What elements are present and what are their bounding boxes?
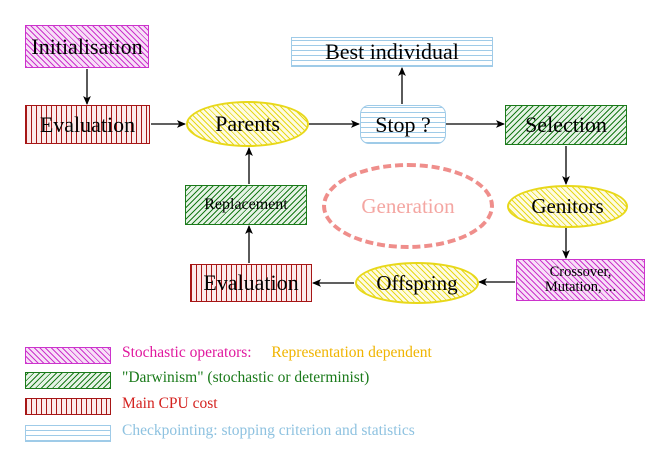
node-stop[interactable]: Stop ? — [360, 105, 446, 144]
node-genitors[interactable]: Genitors — [507, 185, 628, 228]
legend-label-main-cpu-cost: Main CPU cost — [122, 395, 218, 412]
legend-label-stochastic-operators-secondary: Representation dependent — [271, 344, 432, 361]
node-selection[interactable]: Selection — [505, 105, 627, 145]
node-crossover-mutation[interactable]: Crossover, Mutation, ... — [516, 259, 645, 301]
legend-label-darwinism: "Darwinism" (stochastic or determinist) — [122, 369, 370, 386]
legend-swatch-checkpointing — [25, 425, 111, 442]
node-parents[interactable]: Parents — [186, 101, 309, 147]
node-best-individual[interactable]: Best individual — [291, 37, 493, 67]
legend-swatch-stochastic-operators — [25, 347, 111, 364]
node-generation-cycle: Generation — [322, 163, 494, 249]
node-replacement[interactable]: Replacement — [185, 185, 307, 225]
legend-swatch-main-cpu-cost — [25, 398, 111, 415]
legend-label-checkpointing: Checkpointing: stopping criterion and st… — [122, 422, 415, 439]
node-initialisation[interactable]: Initialisation — [25, 25, 149, 68]
legend-label-stochastic-operators-primary: Stochastic operators: — [122, 344, 252, 361]
node-offspring[interactable]: Offspring — [355, 262, 479, 304]
node-evaluation-bottom[interactable]: Evaluation — [190, 264, 312, 302]
legend-label-stochastic-operators: Stochastic operators: Representation dep… — [122, 344, 432, 362]
legend-swatch-darwinism — [25, 372, 111, 389]
node-evaluation-top[interactable]: Evaluation — [25, 105, 150, 144]
